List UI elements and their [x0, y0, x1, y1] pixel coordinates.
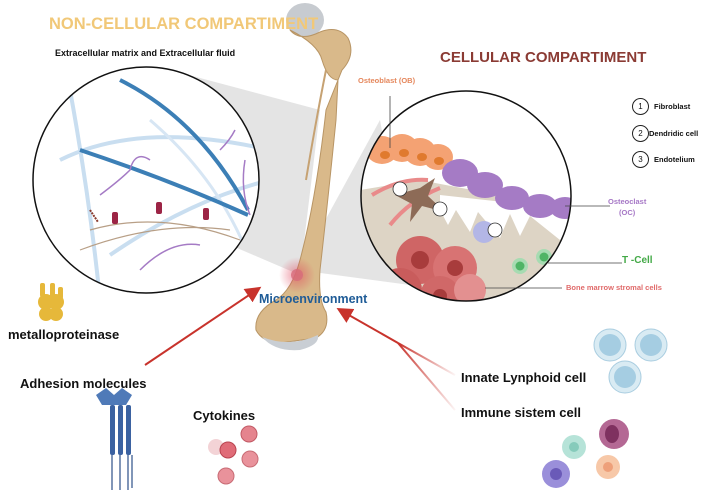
non-cellular-subheading: Extracellular matrix and Extracellular f… [55, 48, 236, 58]
cellular-compartment-circle [360, 90, 572, 302]
osteoclast-label: Osteoclast (OC) [608, 196, 646, 218]
legend-number: 3 [632, 151, 649, 168]
innate-lymphoid-cells-icon [593, 328, 668, 394]
legend: 1 Fibroblast 2 Dendridic cell 3 Endoteli… [632, 98, 706, 168]
bone-marrow-label: Bone marrow stromal cells [566, 283, 662, 292]
cellular-heading: CELLULAR COMPARTIMENT [440, 49, 647, 66]
t-cells [512, 249, 552, 274]
legend-label: Fibroblast [654, 102, 691, 111]
metalloproteinase-label: metalloproteinase [8, 327, 120, 342]
osteoblast-label: Osteoblast (OB) [358, 76, 416, 85]
osteoclast-label-line1: Osteoclast [608, 197, 647, 206]
adhesion-molecule-icon [96, 388, 133, 490]
osteoclast-label-line2: (OC) [619, 208, 636, 217]
microenvironment-label: Microenvironment [259, 292, 368, 306]
innate-lymphoid-label: Innate Lynphoid cell [461, 370, 587, 385]
microenvironment-spot [291, 269, 303, 281]
immune-cells-icon [542, 419, 629, 488]
non-cellular-heading: NON-CELLULAR COMPARTIMENT [49, 15, 319, 33]
t-cell-label: T -Cell [622, 255, 653, 266]
left-arrows [76, 286, 262, 392]
immune-cell-label: Immune sistem cell [461, 405, 581, 420]
legend-number: 2 [632, 125, 649, 142]
legend-label: Endotelium [654, 155, 695, 164]
marker-3-endothelium [392, 181, 408, 197]
marker-1-fibroblast [432, 201, 448, 217]
cytokines-label: Cytokines [193, 408, 256, 423]
right-arrows [336, 308, 456, 411]
extracellular-matrix-circle [32, 66, 260, 294]
metalloproteinase-icon [38, 283, 64, 321]
marker-2-dendritic [487, 222, 503, 238]
osteoclast-cells [442, 159, 571, 219]
cytokines-icon [208, 425, 259, 485]
adhesion-molecules-label: Adhesion molecules [20, 376, 147, 391]
legend-label: Dendridic cell [649, 129, 699, 138]
femur-bone [255, 3, 352, 351]
fibroblast-cell [395, 178, 445, 222]
legend-number: 1 [632, 98, 649, 115]
